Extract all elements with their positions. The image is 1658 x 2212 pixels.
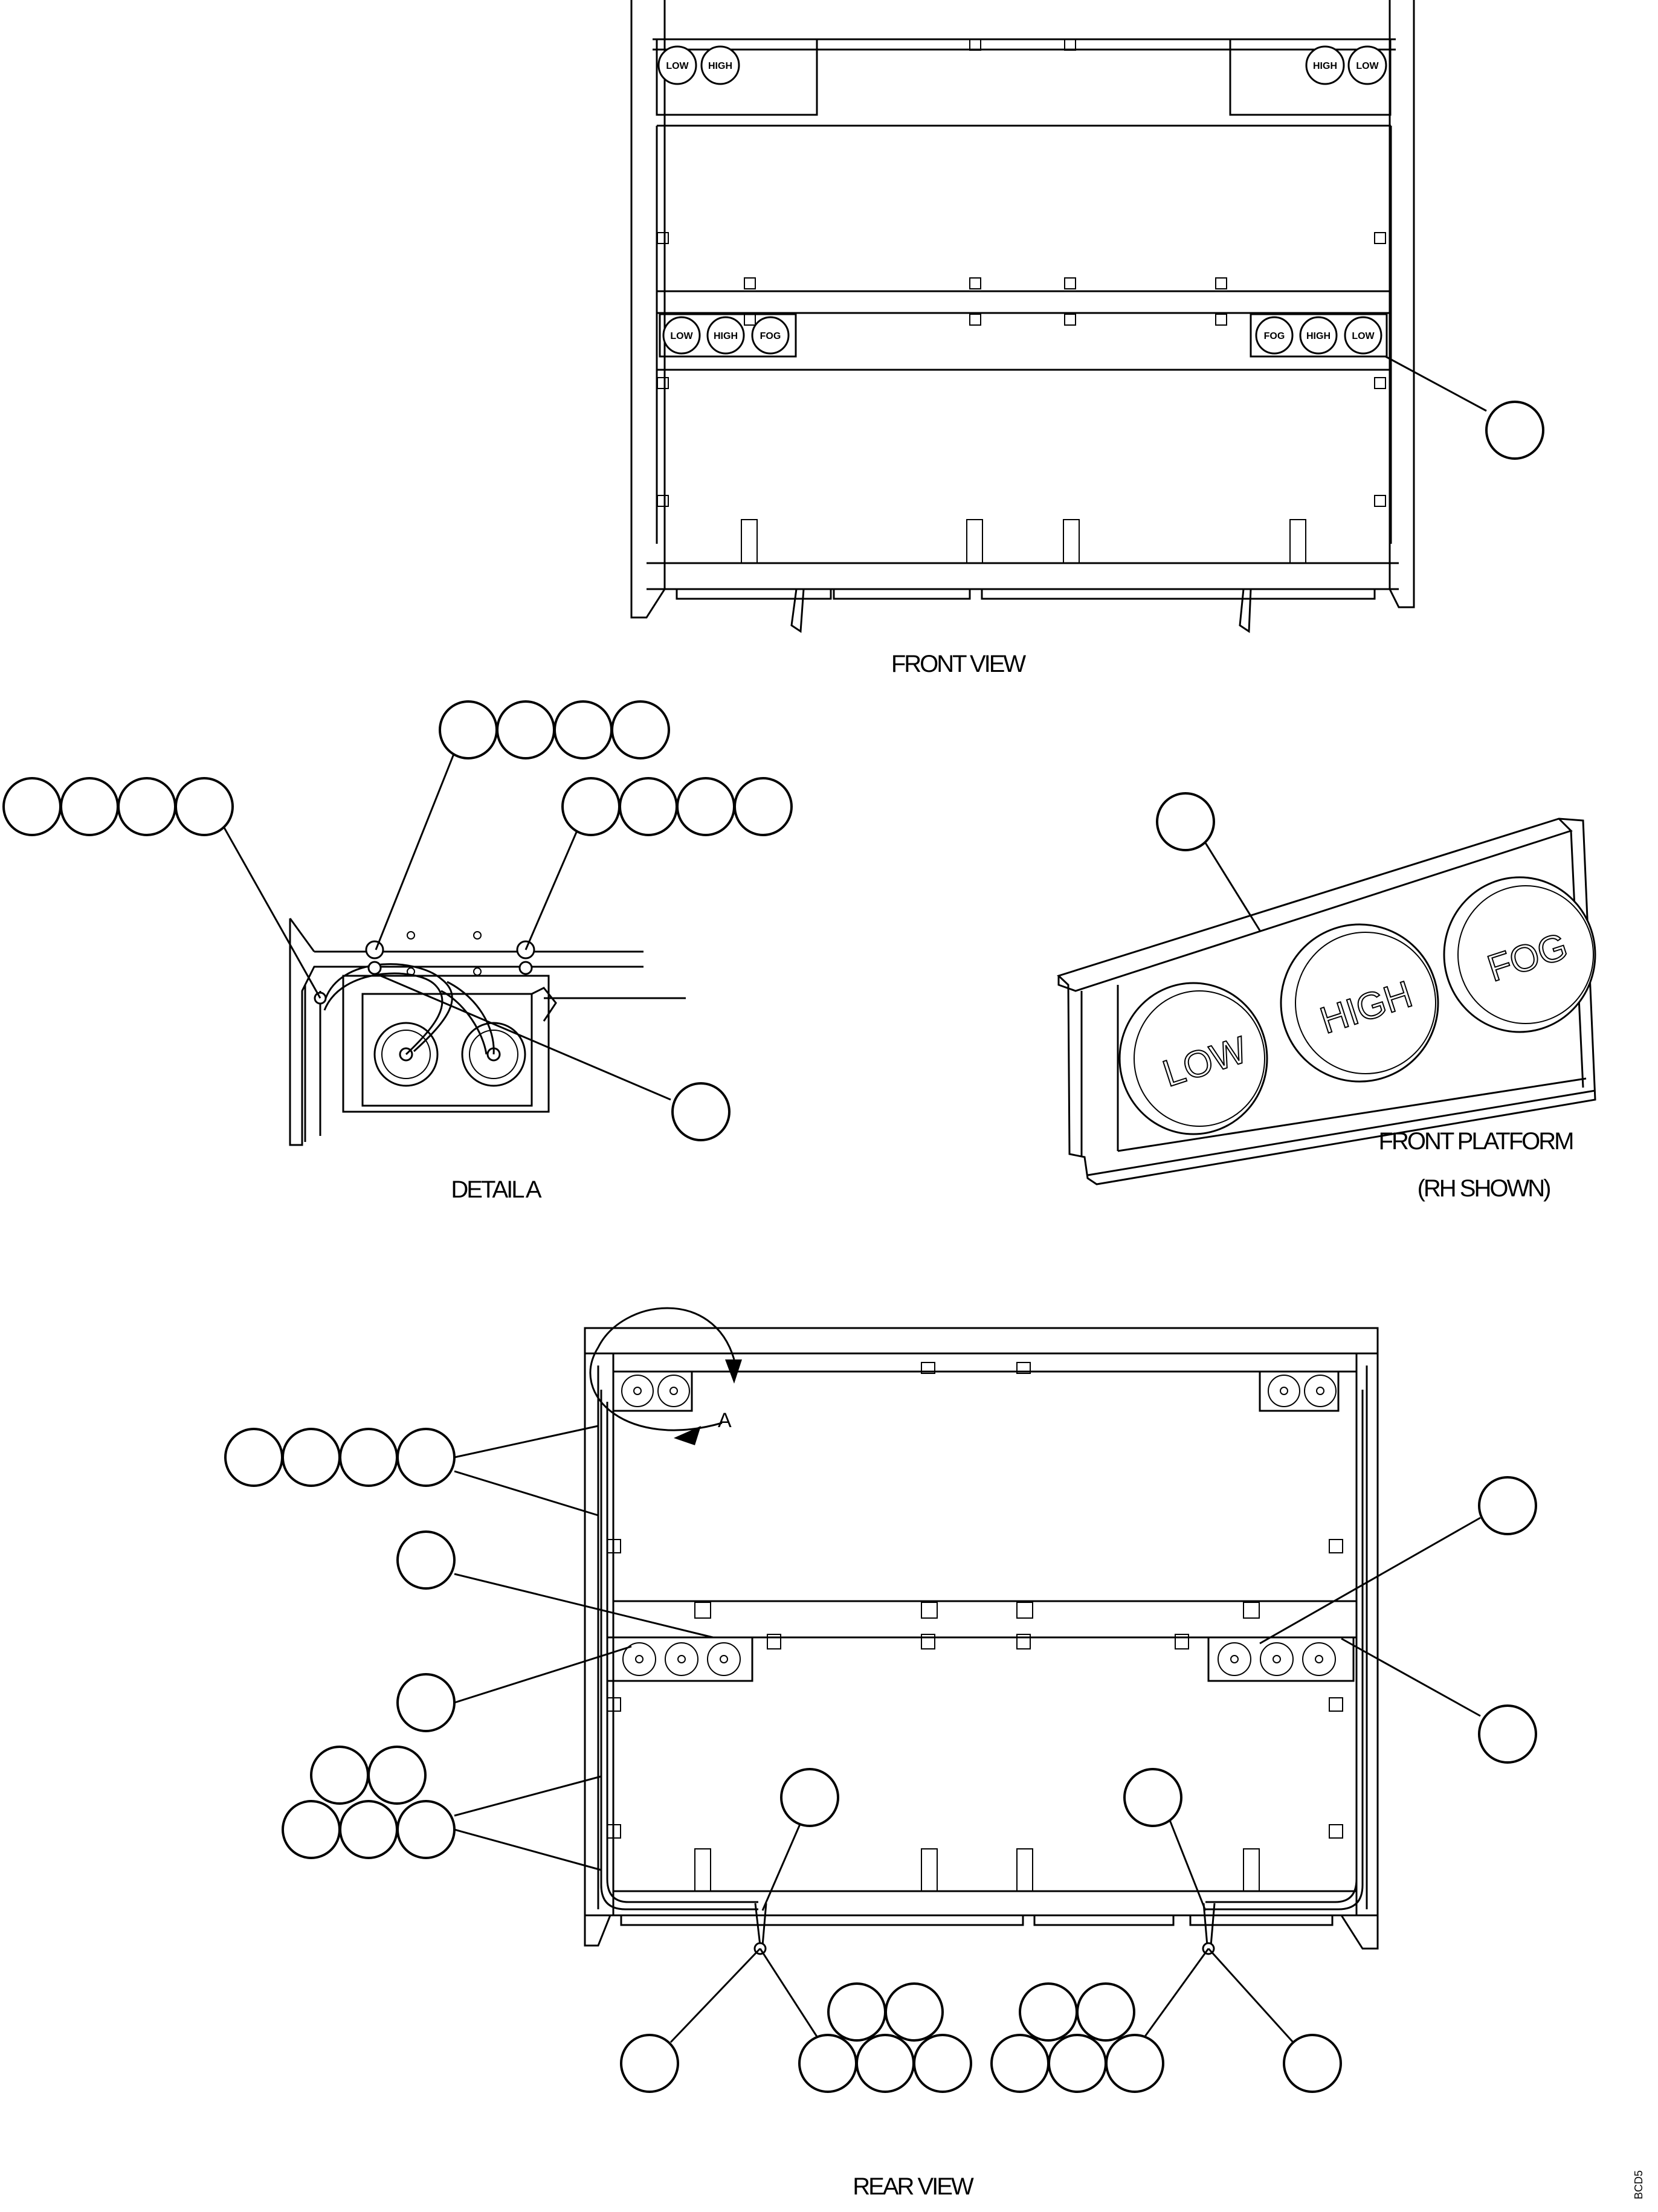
callout-balloon bbox=[1485, 401, 1544, 460]
callout-balloon bbox=[671, 1082, 731, 1141]
platform-lamp-low: LOW bbox=[1118, 982, 1268, 1135]
light-label: FOG bbox=[760, 331, 781, 341]
light-button: HIGH bbox=[1305, 45, 1345, 85]
callout-balloon bbox=[1156, 792, 1215, 851]
callout-balloon bbox=[1478, 1704, 1537, 1764]
light-label: LOW bbox=[666, 61, 689, 71]
callout-balloon bbox=[1123, 1768, 1182, 1827]
light-label: HIGH bbox=[714, 331, 738, 341]
light-label: HIGH bbox=[1306, 331, 1331, 341]
light-label: LOW bbox=[1356, 61, 1379, 71]
upper-right-lights: HIGH LOW bbox=[1305, 45, 1387, 85]
light-button: HIGH bbox=[700, 45, 740, 85]
detail-marker-label: A bbox=[718, 1409, 732, 1432]
light-label: LOW bbox=[670, 331, 693, 341]
light-button: FOG bbox=[1255, 316, 1294, 355]
front-view-caption: FRONT VIEW bbox=[891, 651, 1027, 677]
front-view: LOW HIGH HIGH LOW LOW HIGH FOG FOG HIGH … bbox=[630, 0, 1544, 677]
platform-lamp-high: HIGH bbox=[1280, 923, 1439, 1083]
light-button: FOG bbox=[751, 316, 790, 355]
front-platform-caption: FRONT PLATFORM bbox=[1379, 1128, 1573, 1155]
light-button: LOW bbox=[1344, 316, 1382, 355]
lower-right-lights: FOG HIGH LOW bbox=[1255, 316, 1382, 355]
callout-balloon bbox=[1283, 2034, 1342, 2093]
corner-code: BCD5 bbox=[1633, 2170, 1645, 2199]
callout-group bbox=[561, 777, 793, 836]
detail-a-caption: DETAIL A bbox=[451, 1176, 541, 1203]
light-label: HIGH bbox=[1313, 61, 1337, 71]
rear-view: A bbox=[224, 1307, 1537, 2200]
callout-group bbox=[282, 1746, 456, 1859]
lower-left-lights: LOW HIGH FOG bbox=[662, 316, 790, 355]
callout-balloon bbox=[780, 1768, 839, 1827]
callout-balloon bbox=[1478, 1476, 1537, 1535]
callout-group bbox=[439, 700, 670, 759]
callout-group bbox=[990, 1982, 1164, 2093]
front-platform-subcaption: (RH SHOWN) bbox=[1418, 1175, 1550, 1202]
light-button: LOW bbox=[657, 45, 697, 85]
light-label: LOW bbox=[1352, 331, 1375, 341]
light-button: LOW bbox=[662, 316, 701, 355]
detail-a: DETAIL A bbox=[2, 700, 793, 1203]
light-button: LOW bbox=[1347, 45, 1387, 85]
callout-balloon bbox=[396, 1673, 456, 1732]
callout-group bbox=[224, 1428, 456, 1487]
front-platform: LOW HIGH FOG FRONT PLATFORM (RH SHOWN) bbox=[1057, 792, 1596, 1202]
callout-balloon bbox=[396, 1530, 456, 1590]
callout-group bbox=[798, 1982, 972, 2093]
upper-left-lights: LOW HIGH bbox=[657, 45, 740, 85]
callout-balloon bbox=[620, 2034, 679, 2093]
light-label: FOG bbox=[1264, 331, 1285, 341]
light-button: HIGH bbox=[1299, 316, 1338, 355]
platform-lamp-fog: FOG bbox=[1443, 876, 1596, 1033]
callout-group bbox=[2, 777, 234, 836]
rear-view-caption: REAR VIEW bbox=[853, 2173, 974, 2200]
light-button: HIGH bbox=[706, 316, 745, 355]
light-label: HIGH bbox=[708, 61, 732, 71]
